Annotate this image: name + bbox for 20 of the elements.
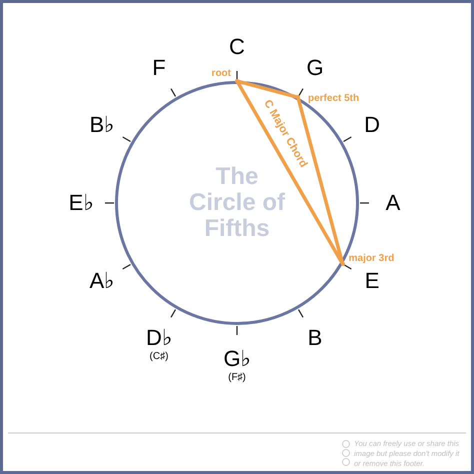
note-letter: A xyxy=(386,190,400,216)
note-letter: F xyxy=(152,54,166,81)
vertex-label: major 3rd xyxy=(348,254,394,264)
note-letter: B xyxy=(308,325,322,352)
chord-line xyxy=(237,80,298,99)
note-letter: B♭ xyxy=(90,112,114,138)
note-letter: D♭ xyxy=(146,325,172,352)
vertex-label: perfect 5th xyxy=(308,94,360,104)
note-letter: D xyxy=(364,112,380,138)
enharmonic-note: (F♯) xyxy=(228,372,246,384)
note-letter: A♭ xyxy=(90,268,114,294)
chord-line xyxy=(296,98,344,264)
note-letter: G xyxy=(306,54,324,81)
chord-line xyxy=(236,80,344,264)
vertex-label: root xyxy=(212,69,231,79)
note-letter: E xyxy=(364,268,380,294)
note-letter: E♭ xyxy=(68,190,94,216)
note-letter: G♭ xyxy=(223,346,251,372)
enharmonic-note: (C♯) xyxy=(150,351,168,364)
note-letter: C xyxy=(229,34,245,60)
